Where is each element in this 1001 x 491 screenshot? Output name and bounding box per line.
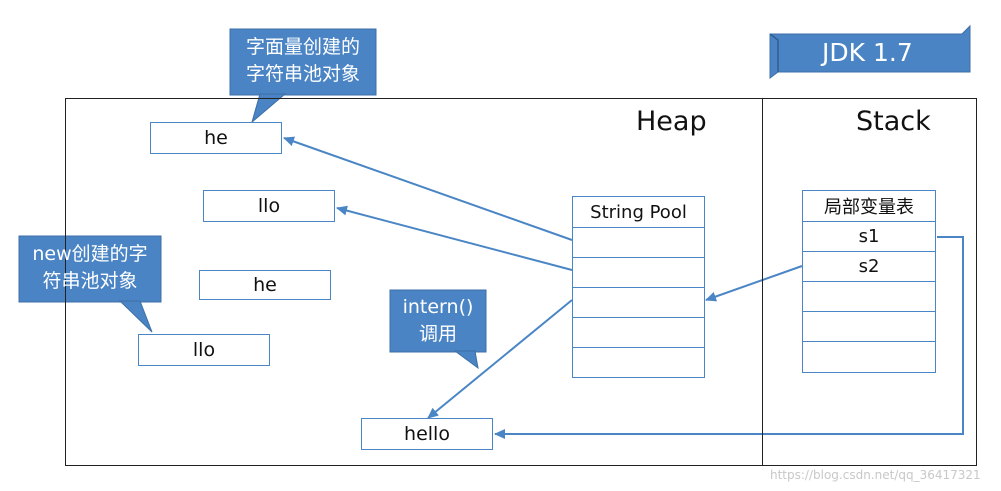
string-pool-slot [573, 347, 704, 377]
string-pool-slot [573, 317, 704, 347]
arrow-s1-to-hello [494, 236, 964, 439]
jdk-version-label: JDK 1.7 [822, 38, 913, 67]
local-var-slot [803, 281, 935, 311]
callout-new-line2: 符串池对象 [42, 270, 138, 292]
local-var-s1: s1 [803, 221, 935, 251]
callout-new-text: new创建的字 符串池对象 [19, 241, 161, 295]
heap-object-llo-new: llo [138, 334, 270, 366]
local-var-slot [803, 311, 935, 341]
arrow-pool-to-he [283, 136, 573, 241]
local-var-s2: s2 [803, 251, 935, 281]
stack-title: Stack [856, 106, 931, 137]
callout-intern-shape [389, 289, 487, 370]
heap-object-hello: hello [361, 418, 493, 450]
local-variable-table: 局部变量表 s1 s2 [802, 190, 936, 373]
heap-title: Heap [636, 106, 707, 137]
string-pool-table: String Pool [572, 196, 705, 378]
stack-region [762, 98, 977, 466]
callout-new-shape [18, 235, 162, 333]
callout-new-line1: new创建的字 [32, 243, 148, 265]
arrow-pool-to-hello [427, 299, 573, 419]
string-pool-header: String Pool [590, 201, 687, 223]
heap-object-he-new: he [199, 270, 331, 300]
string-pool-slot [573, 227, 704, 257]
callout-intern-line1: intern() [402, 296, 474, 318]
callout-literal-line1: 字面量创建的 [245, 36, 360, 58]
string-pool-slot [573, 257, 704, 287]
arrow-pool-to-llo [336, 205, 573, 271]
watermark: https://blog.csdn.net/qq_36417321 [770, 468, 981, 482]
callout-intern-text: intern() 调用 [390, 294, 486, 348]
callout-literal-line2: 字符串池对象 [245, 63, 360, 85]
heap-object-llo-literal: llo [203, 190, 335, 222]
heap-object-he-literal: he [150, 122, 282, 154]
callout-literal-text: 字面量创建的 字符串池对象 [230, 34, 376, 88]
local-var-slot [803, 341, 935, 371]
jdk-banner-shape [769, 24, 971, 79]
local-var-header: 局部变量表 [824, 197, 914, 218]
string-pool-slot [573, 287, 704, 317]
arrow-s2-to-pool [705, 265, 803, 302]
callout-literal-shape [229, 28, 377, 124]
callout-intern-line2: 调用 [418, 323, 457, 345]
